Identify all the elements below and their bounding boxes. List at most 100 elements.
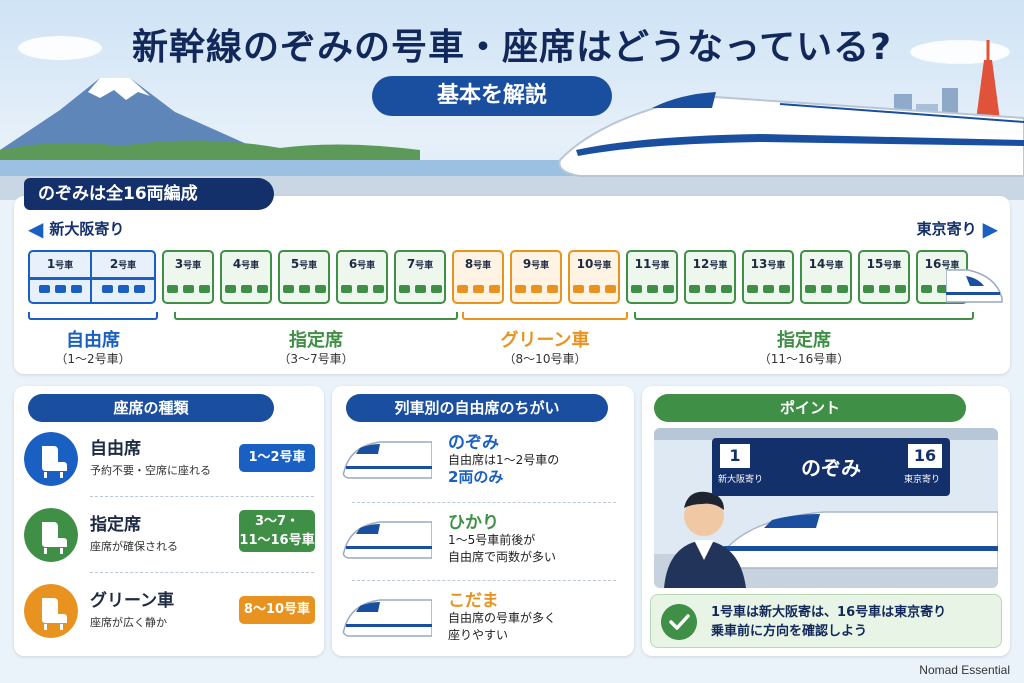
car-5: 5号車 [278, 250, 330, 304]
car-seats-icon [628, 285, 676, 293]
train-type-hikari: ひかり 1〜5号車前後が 自由席で両数が多い [340, 506, 630, 578]
car-number-value: 3 [174, 257, 184, 271]
car-seats-icon [280, 285, 328, 293]
car-number-value: 15 [866, 257, 884, 271]
point-note-line1: 1号車は新大阪寄は、16号車は東京寄り [711, 605, 947, 620]
car-number-value: 10 [576, 257, 594, 271]
car-number-suffix: 号車 [593, 261, 612, 271]
car-number-value: 7 [406, 257, 416, 271]
car-stripe [30, 277, 90, 280]
car-seats-icon [802, 285, 850, 293]
car-seats-icon [744, 285, 792, 293]
car-seats-icon [30, 285, 90, 293]
car-number: 8号車 [454, 257, 502, 271]
divider [352, 580, 616, 581]
seat-icon [24, 432, 78, 486]
group-label: 指定席 [777, 330, 831, 351]
shinkansen-icon [342, 521, 432, 559]
seat-type-cars: 8〜10号車 [239, 596, 315, 624]
sign-left-num: 1 [720, 444, 750, 468]
train-type-desc-line2: 座りやすい [448, 628, 509, 642]
car-seats-icon [92, 285, 154, 293]
car-number-value: 11 [634, 257, 652, 271]
car-number: 16号車 [918, 257, 966, 271]
scenery-illustration [0, 36, 1024, 200]
car-number-value: 13 [750, 257, 768, 271]
seat-types-panel: 座席の種類 自由席 予約不要・空席に座れる 1〜2号車 指定席 座席が確保される… [14, 386, 324, 656]
train-type-desc-line1: 自由席の号車が多く [448, 611, 557, 625]
seat-type-name: 自由席 [90, 439, 141, 459]
seat-type-green: グリーン車 座席が広く静か 8〜10号車 [24, 580, 315, 646]
car-number-value: 12 [692, 257, 710, 271]
car-seats-icon [686, 285, 734, 293]
seat-icon [24, 508, 78, 562]
point-title: ポイント [654, 394, 966, 422]
car-7: 7号車 [394, 250, 446, 304]
car-number-value: 4 [232, 257, 242, 271]
car-number-suffix: 号車 [709, 261, 728, 271]
train-type-desc: 1〜5号車前後が 自由席で両数が多い [448, 532, 556, 566]
group-bracket [634, 312, 974, 320]
seat-type-desc: 座席が確保される [90, 540, 178, 553]
direction-right-label: 東京寄り [916, 220, 977, 238]
car-stripe [92, 277, 154, 280]
platform-illustration: 1 新大阪寄り のぞみ 16 東京寄り [654, 428, 998, 588]
car-10: 10号車 [568, 250, 620, 304]
car-number: 9号車 [512, 257, 560, 271]
car-seats-icon [338, 285, 386, 293]
train-type-kodama: こだま 自由席の号車が多く 座りやすい [340, 584, 630, 656]
seat-type-unreserved: 自由席 予約不要・空席に座れる 1〜2号車 [24, 428, 315, 494]
sign-right-label: 東京寄り [904, 475, 941, 485]
car-6: 6号車 [336, 250, 388, 304]
shinkansen-icon [342, 599, 432, 637]
car-8: 8号車 [452, 250, 504, 304]
car-number-suffix: 号車 [531, 261, 550, 271]
car-number: 4号車 [222, 257, 270, 271]
car-seats-icon [164, 285, 212, 293]
direction-right: 東京寄り ▶ [917, 218, 998, 239]
seat-type-reserved: 指定席 座席が確保される 3〜7・ 11〜16号車 [24, 504, 315, 570]
car-number: 14号車 [802, 257, 850, 271]
direction-left-label: 新大阪寄り [49, 220, 125, 238]
car-seats-icon [222, 285, 270, 293]
direction-left: ◀ 新大阪寄り [28, 218, 124, 239]
car-number-value: 2 [109, 257, 119, 271]
point-note: 1号車は新大阪寄は、16号車は東京寄り 乗車前に方向を確認しよう [650, 594, 1002, 648]
seat-icon [24, 584, 78, 638]
train-types-panel: 列車別の自由席のちがい のぞみ 自由席は1〜2号車の 2両のみ ひかり 1〜5号… [332, 386, 634, 656]
point-note-line2: 乗車前に方向を確認しよう [711, 624, 868, 639]
car-number-suffix: 号車 [183, 261, 202, 271]
seat-type-desc: 予約不要・空席に座れる [90, 464, 211, 477]
seat-type-cars: 1〜2号車 [239, 444, 315, 472]
car-number: 6号車 [338, 257, 386, 271]
car-number-value: 8 [464, 257, 474, 271]
train-type-desc: 自由席の号車が多く 座りやすい [448, 610, 556, 644]
car-number-suffix: 号車 [767, 261, 786, 271]
seat-type-cars-line1: 3〜7・ [254, 514, 300, 529]
divider [90, 496, 314, 497]
seat-type-name: グリーン車 [90, 591, 175, 611]
car-number-suffix: 号車 [55, 261, 74, 271]
car-seats-icon [396, 285, 444, 293]
divider [352, 502, 616, 503]
car-number-suffix: 号車 [941, 261, 960, 271]
train-type-desc-line1: 1〜5号車前後が [448, 533, 536, 547]
car-number-value: 14 [808, 257, 826, 271]
car-11: 11号車 [626, 250, 678, 304]
car-number: 7号車 [396, 257, 444, 271]
page-title: 新幹線のぞみの号車・座席はどうなっている? [131, 27, 893, 68]
car-number-value: 5 [290, 257, 300, 271]
car-3: 3号車 [162, 250, 214, 304]
car-number-suffix: 号車 [473, 261, 492, 271]
car-9: 9号車 [510, 250, 562, 304]
sign-center-label: のぞみ [801, 456, 861, 480]
group-cars: （3〜7号車） [278, 352, 354, 366]
car-number: 11号車 [628, 257, 676, 271]
group-cars: （8〜10号車） [503, 352, 587, 366]
train-type-desc-line2: 2両のみ [448, 468, 504, 486]
car-number-value: 9 [522, 257, 532, 271]
train-type-desc-line1: 自由席は1〜2号車の [448, 453, 560, 467]
car-number: 15号車 [860, 257, 908, 271]
car-1: 1号車 [28, 250, 92, 304]
